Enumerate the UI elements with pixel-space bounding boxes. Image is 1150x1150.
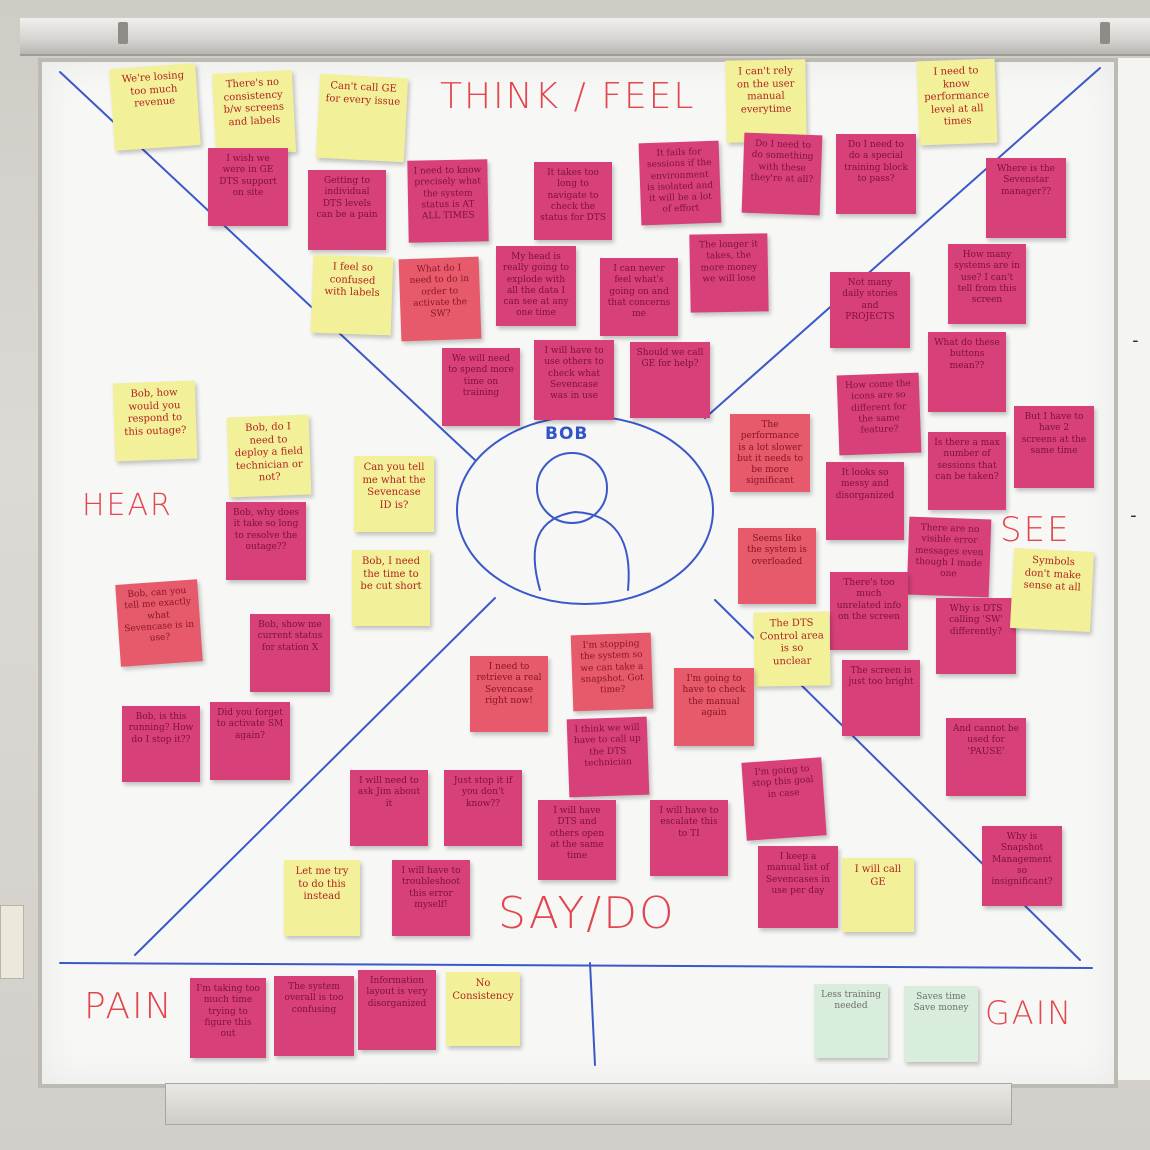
hear-label: HEAR <box>82 488 173 523</box>
marker-tray <box>165 1083 1012 1125</box>
gain-note: Saves time Save money <box>904 986 978 1062</box>
pain-label: PAIN <box>84 986 174 1027</box>
sticky-note: Not many daily stories and PROJECTS <box>830 272 910 348</box>
sticky-note: Why is Snapshot Management so insignific… <box>982 826 1062 906</box>
sticky-note: I wish we were in GE DTS support on site <box>208 148 288 226</box>
sticky-note: Why is DTS calling 'SW' differently? <box>936 598 1016 674</box>
sticky-note: Bob, can you tell me exactly what Sevenc… <box>115 579 203 667</box>
sticky-note: Bob, show me current status for station … <box>250 614 330 692</box>
diagonal-line-bottom-left <box>134 597 496 956</box>
see-label: SEE <box>1000 510 1071 550</box>
sticky-note: What do I need to do in order to activat… <box>398 256 482 342</box>
sticky-note: Just stop it if you don't know?? <box>444 770 522 846</box>
sticky-note: Bob, do I need to deploy a field technic… <box>226 414 312 498</box>
sticky-note: Where is the Sevenstar manager?? <box>986 158 1066 238</box>
sticky-note: Do I need to do a special training block… <box>836 134 916 214</box>
sticky-note: Bob, is this running? How do I stop it?? <box>122 706 200 782</box>
sticky-note: How come the icons are so different for … <box>836 372 922 456</box>
light-switch-plate <box>0 905 24 979</box>
sticky-note: I need to know performance level at all … <box>916 58 998 146</box>
adjacent-board-mark: - <box>1128 505 1139 526</box>
diagonal-line-top-right <box>704 67 1101 419</box>
whiteboard-rail <box>20 18 1150 56</box>
sticky-note: I will need to ask Jim about it <box>350 770 428 846</box>
sticky-note: My head is really going to explode with … <box>496 246 576 326</box>
sticky-note: Let me try to do this instead <box>284 860 360 936</box>
sticky-note: I will have to troubleshoot this error m… <box>392 860 470 936</box>
sticky-note: Seems like the system is overloaded <box>738 528 816 604</box>
pain-note: The system overall is too confusing <box>274 976 354 1056</box>
sticky-note: I will have to use others to check what … <box>534 340 614 420</box>
sticky-note: Can you tell me what the Sevencase ID is… <box>354 456 434 532</box>
sticky-note: Bob, why does it take so long to resolve… <box>226 502 306 580</box>
sticky-note: Getting to individual DTS levels can be … <box>308 170 386 250</box>
pain-note: Information layout is very disorganized <box>358 970 436 1050</box>
sticky-note: There's too much unrelated info on the s… <box>830 572 908 650</box>
sticky-note: Is there a max number of sessions that c… <box>928 432 1006 510</box>
rail-hook <box>1100 22 1110 44</box>
pain-gain-divider <box>59 962 1093 969</box>
persona-name: BOB <box>545 424 589 444</box>
sticky-note: Do I need to do something with these the… <box>741 132 823 216</box>
sticky-note: Should we call GE for help? <box>630 342 710 418</box>
sticky-note: How many systems are in use? I can't tel… <box>948 244 1026 324</box>
rail-hook <box>118 22 128 44</box>
sticky-note: I'm going to stop this goal in case <box>741 757 827 841</box>
sticky-note: The performance is a lot slower but it n… <box>730 414 810 492</box>
persona-head <box>536 452 608 524</box>
pain-gain-split <box>589 962 596 1066</box>
sticky-note: I can't rely on the user manual everytim… <box>725 59 807 143</box>
sticky-note: I will have to escalate this to TI <box>650 800 728 876</box>
gain-label: GAIN <box>985 994 1074 1032</box>
sticky-note: It looks so messy and disorganized <box>826 462 904 540</box>
sticky-note: There's no consistency b/w screens and l… <box>211 69 297 157</box>
sticky-note: I need to retrieve a real Sevencase righ… <box>470 656 548 732</box>
persona-circle <box>456 415 714 605</box>
sticky-note: The screen is just too bright <box>842 660 920 736</box>
sticky-note: Did you forget to activate SM again? <box>210 702 290 780</box>
sticky-note: And cannot be used for 'PAUSE' <box>946 718 1026 796</box>
persona-body <box>533 510 630 591</box>
think-feel-label: THINK / FEEL <box>440 76 696 117</box>
sticky-note: Can't call GE for every issue <box>315 73 409 163</box>
sticky-note: We will need to spend more time on train… <box>442 348 520 426</box>
sticky-note: There are no visible error messages even… <box>906 516 992 598</box>
sticky-note: I will call GE <box>842 858 914 932</box>
gain-note: Less training needed <box>814 984 888 1058</box>
sticky-note: Bob, I need the time to be cut short <box>352 550 430 626</box>
pain-note: I'm taking too much time trying to figur… <box>190 978 266 1058</box>
say-do-label: SAY/DO <box>498 888 676 939</box>
sticky-note: I will have DTS and others open at the s… <box>538 800 616 880</box>
sticky-note: It takes too long to navigate to check t… <box>534 162 612 240</box>
sticky-note: I'm going to have to check the manual ag… <box>674 668 754 746</box>
sticky-note: Symbols don't make sense at all <box>1009 547 1095 633</box>
sticky-note: The longer it takes, the more money we w… <box>689 233 769 313</box>
sticky-note: I'm stopping the system so we can take a… <box>570 632 654 712</box>
sticky-note: I need to know precisely what the system… <box>407 159 489 243</box>
sticky-note: The DTS Control area is so unclear <box>753 611 831 687</box>
sticky-note: We're losing too much revenue <box>109 63 201 151</box>
sticky-note: I think we will have to call up the DTS … <box>566 716 650 798</box>
sticky-note: What do these buttons mean?? <box>928 332 1006 412</box>
pain-note: No Consistency <box>446 972 520 1046</box>
sticky-note: Bob, how would you respond to this outag… <box>112 380 198 462</box>
sticky-note: But I have to have 2 screens at the same… <box>1014 406 1094 488</box>
adjacent-board-mark: - <box>1130 330 1141 351</box>
sticky-note: I keep a manual list of Sevencases in us… <box>758 846 838 928</box>
sticky-note: I can never feel what's going on and tha… <box>600 258 678 336</box>
sticky-note: It fails for sessions if the environment… <box>638 140 722 226</box>
sticky-note: I feel so confused with labels <box>310 254 394 336</box>
